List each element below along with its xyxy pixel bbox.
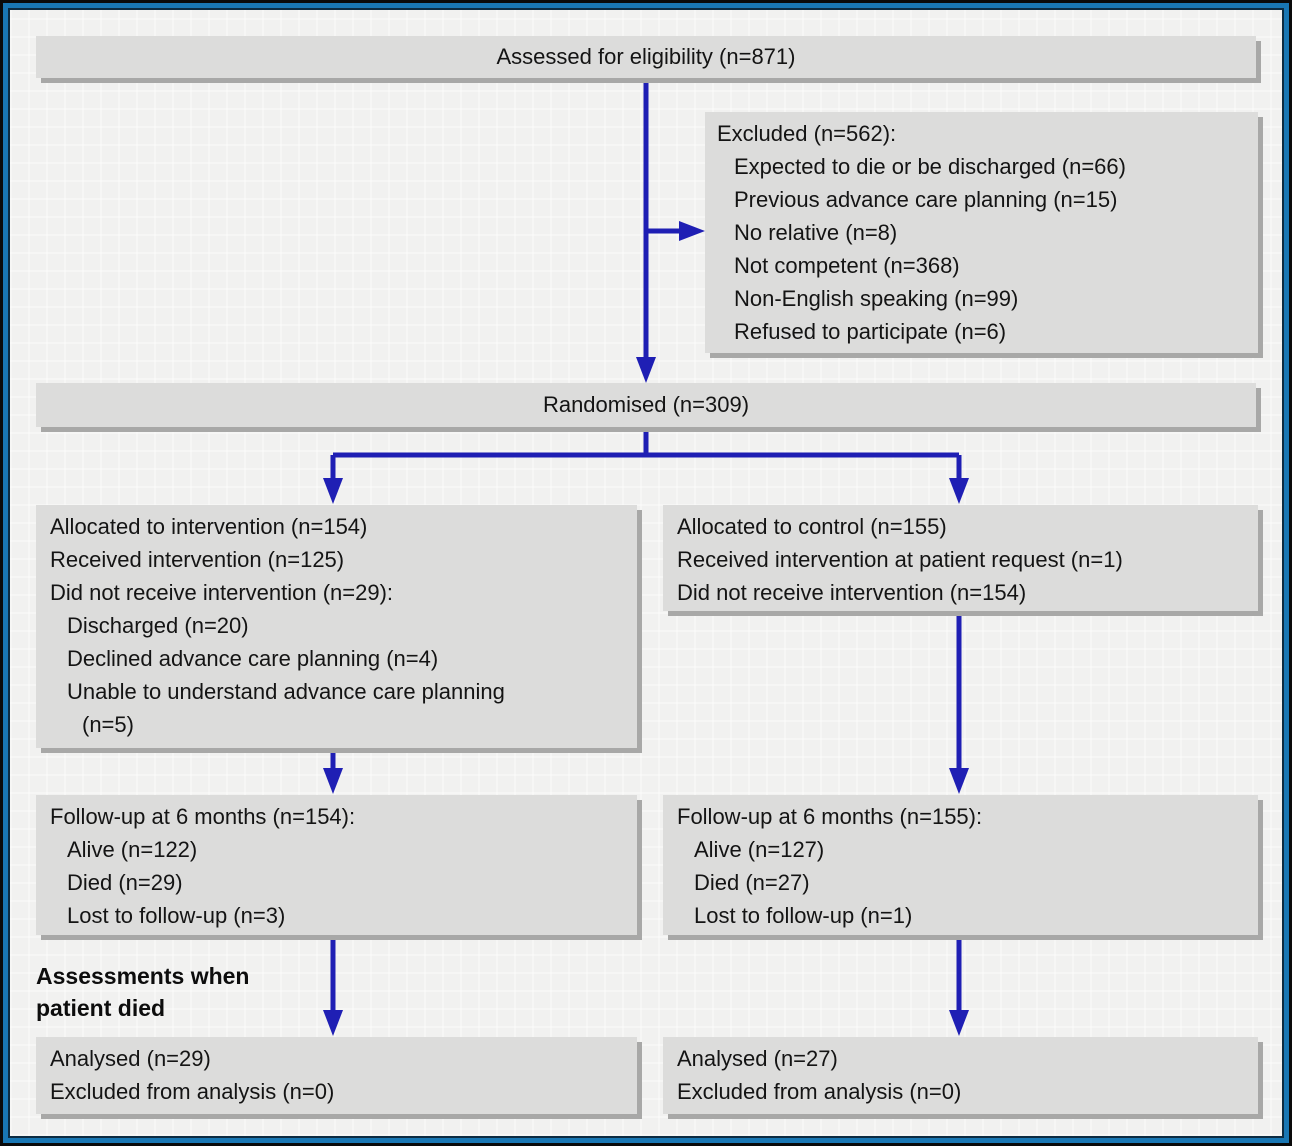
box-line: Died (n=27) — [694, 870, 810, 895]
control-allocation-box: Allocated to control (n=155) Received in… — [663, 505, 1258, 611]
box-line: Lost to follow-up (n=1) — [694, 903, 913, 928]
box-line: Received intervention (n=125) — [50, 547, 345, 572]
box-line: Declined advance care planning (n=4) — [67, 646, 439, 671]
diagram-canvas: Assessed for eligibility (n=871) Exclude… — [10, 10, 1282, 1136]
box-line: Excluded from analysis (n=0) — [50, 1079, 335, 1104]
box-line: Allocated to intervention (n=154) — [50, 514, 368, 539]
box-line: Previous advance care planning (n=15) — [734, 187, 1118, 212]
box-line: Not competent (n=368) — [734, 253, 960, 278]
frame-inner-line: Assessed for eligibility (n=871) Exclude… — [8, 8, 1284, 1138]
box-line: Died (n=29) — [67, 870, 183, 895]
box-line: Non-English speaking (n=99) — [734, 286, 1019, 311]
intervention-allocation-box: Allocated to intervention (n=154) Receiv… — [36, 505, 637, 748]
box-line: Expected to die or be discharged (n=66) — [734, 154, 1126, 179]
assessments-when-patient-died-label: Assessments when patient died — [36, 963, 250, 1021]
arrowhead-right-excluded — [679, 221, 705, 241]
box-line: Alive (n=122) — [67, 837, 198, 862]
arrowhead-down-randomised — [636, 357, 656, 383]
box-line: Unable to understand advance care planni… — [67, 679, 505, 704]
intervention-followup-box: Follow-up at 6 months (n=154): Alive (n=… — [36, 795, 637, 935]
assessed-eligibility-box: Assessed for eligibility (n=871) — [36, 36, 1256, 78]
control-analysed-box: Analysed (n=27) Excluded from analysis (… — [663, 1037, 1258, 1114]
randomised-box: Randomised (n=309) — [36, 383, 1256, 427]
randomised-text: Randomised (n=309) — [542, 392, 750, 417]
intervention-analysed-box: Analysed (n=29) Excluded from analysis (… — [36, 1037, 637, 1114]
assessed-eligibility-text: Assessed for eligibility (n=871) — [496, 44, 796, 69]
box-line: Allocated to control (n=155) — [677, 514, 947, 539]
arrowhead-down-right-analysed — [949, 1010, 969, 1036]
box-line: Received intervention at patient request… — [677, 547, 1123, 572]
box-line: Discharged (n=20) — [67, 613, 249, 638]
box-line: (n=5) — [82, 712, 134, 737]
box-line: Lost to follow-up (n=3) — [67, 903, 286, 928]
box-line: Alive (n=127) — [694, 837, 825, 862]
frame-blue-band: Assessed for eligibility (n=871) Exclude… — [3, 3, 1289, 1143]
box-line: No relative (n=8) — [734, 220, 898, 245]
box-line: Did not receive intervention (n=29): — [50, 580, 394, 605]
arrowhead-down-right-alloc — [949, 478, 969, 504]
box-line: Analysed (n=29) — [50, 1046, 211, 1071]
box-line: Excluded from analysis (n=0) — [677, 1079, 962, 1104]
arrowhead-down-left-alloc — [323, 478, 343, 504]
arrowhead-down-right-followup — [949, 768, 969, 794]
control-followup-box: Follow-up at 6 months (n=155): Alive (n=… — [663, 795, 1258, 935]
excluded-box: Excluded (n=562): Expected to die or be … — [705, 112, 1258, 353]
box-line: Excluded (n=562): — [717, 121, 897, 146]
arrowhead-down-left-followup — [323, 768, 343, 794]
box-line: Follow-up at 6 months (n=154): — [50, 804, 356, 829]
box-line: Did not receive intervention (n=154) — [677, 580, 1027, 605]
box-line: Follow-up at 6 months (n=155): — [677, 804, 983, 829]
arrowhead-down-left-analysed — [323, 1010, 343, 1036]
box-line: Analysed (n=27) — [677, 1046, 838, 1071]
box-line: Refused to participate (n=6) — [734, 319, 1007, 344]
